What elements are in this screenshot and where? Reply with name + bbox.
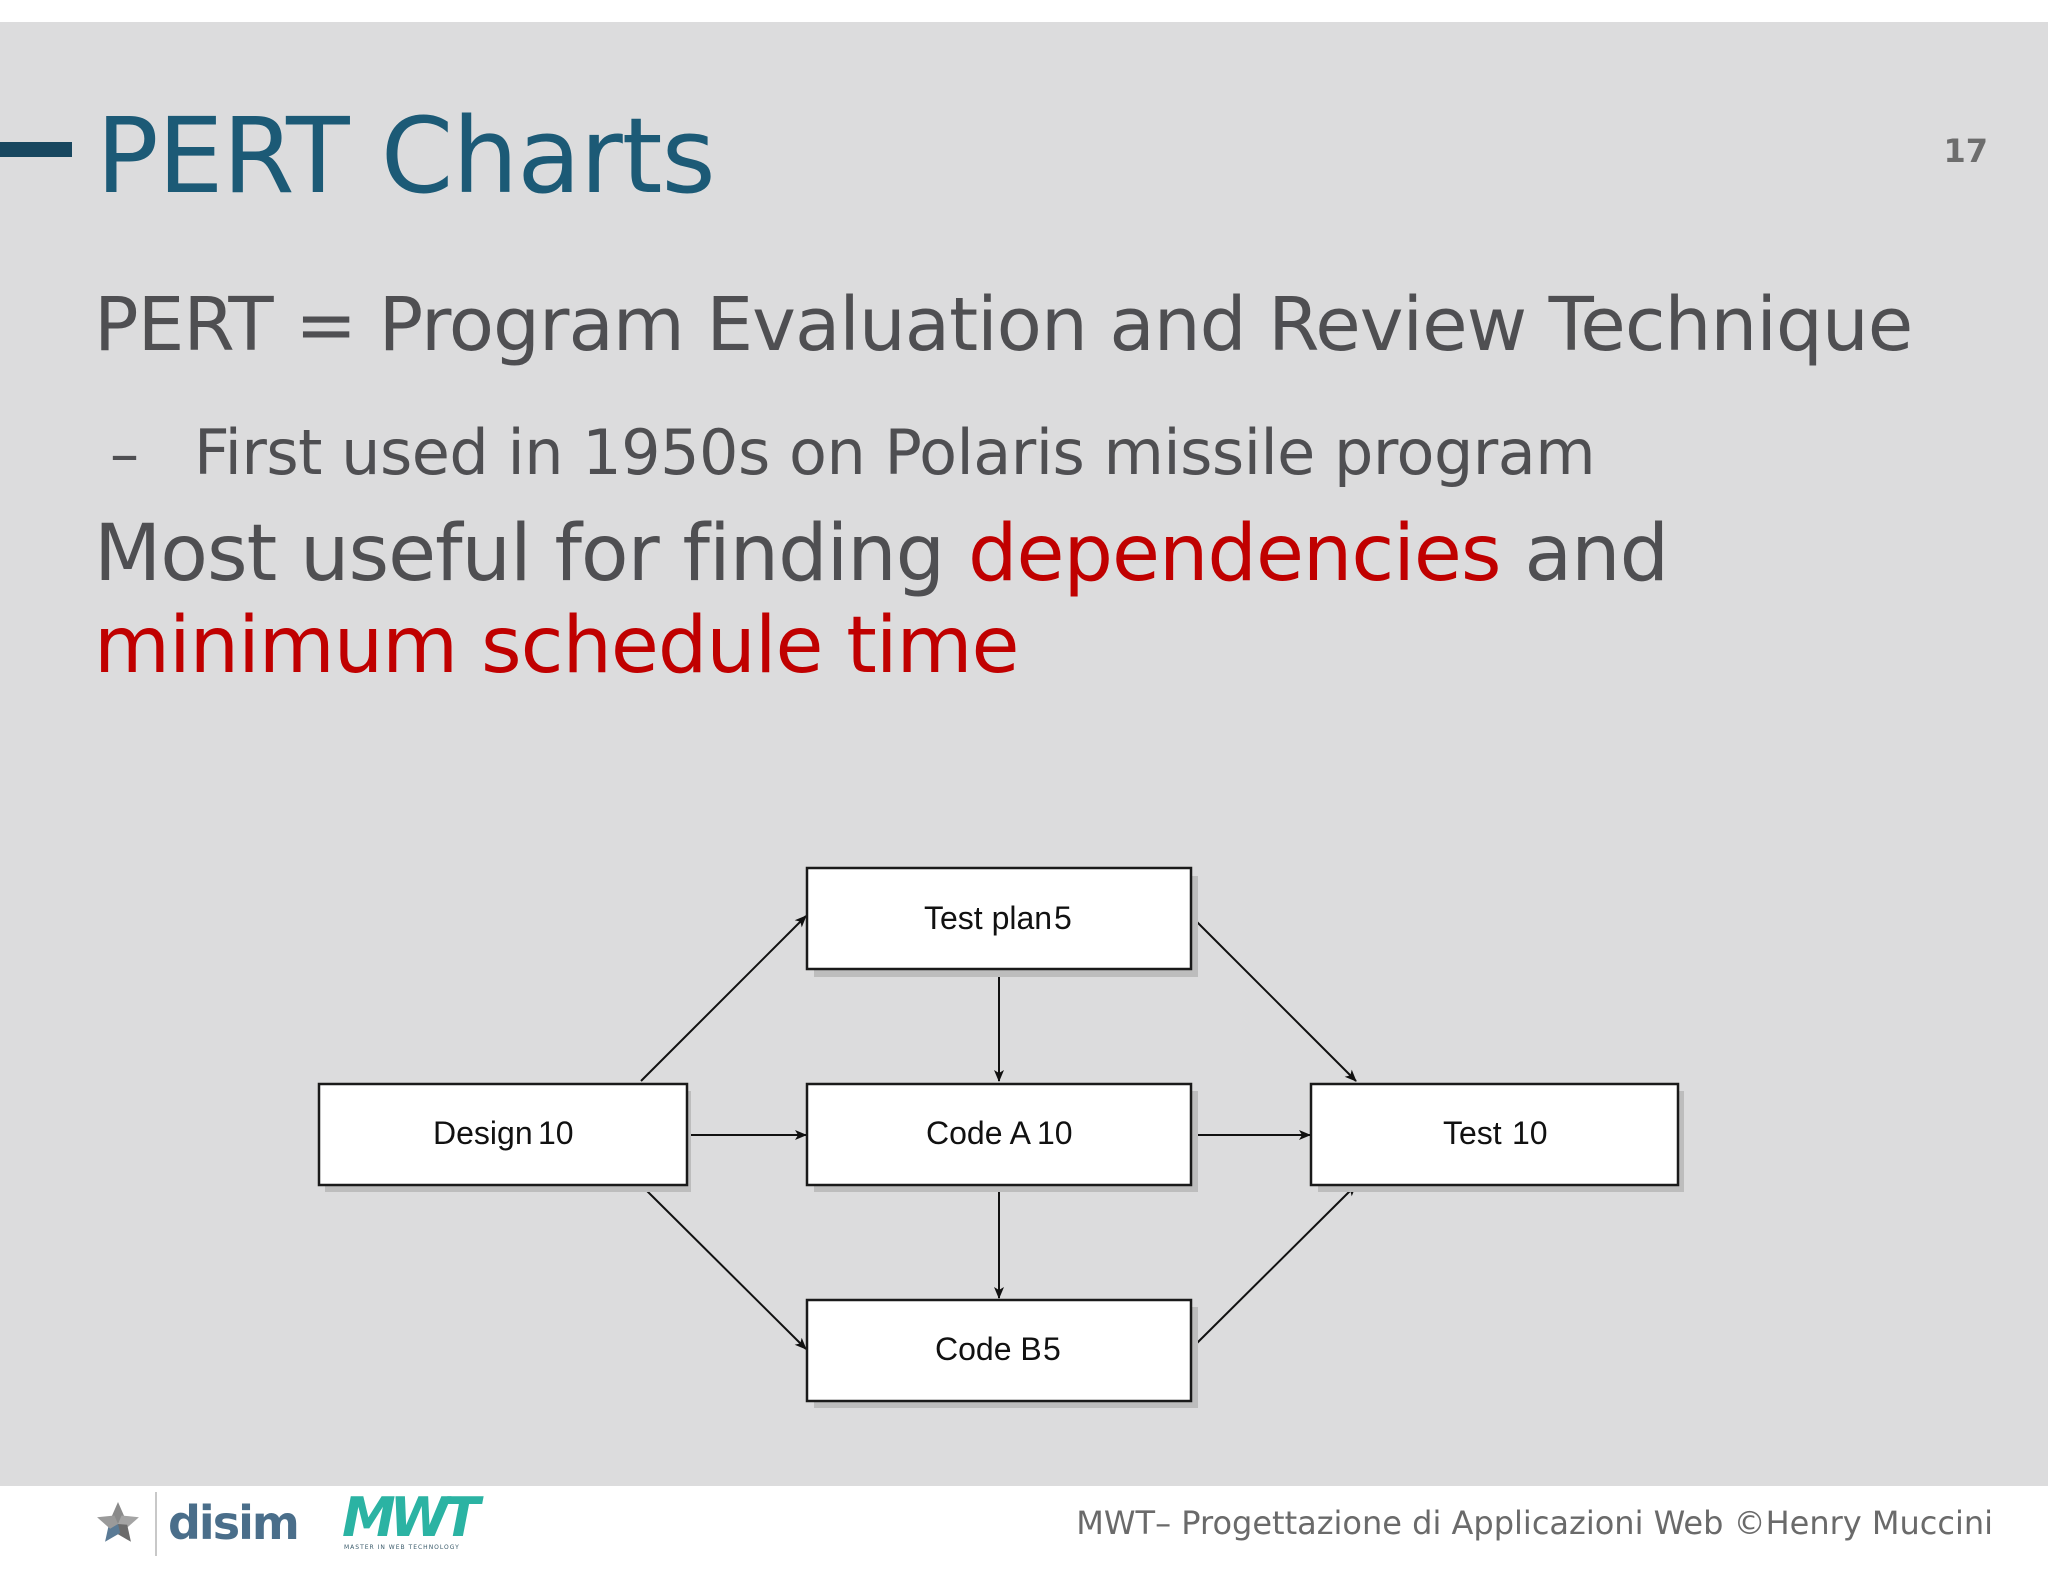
- usefulness-text: Most useful for finding dependencies and…: [94, 508, 1994, 692]
- node-test: Test 10: [1309, 1082, 1684, 1192]
- mwt-logo-subtitle: MASTER IN WEB TECHNOLOGY: [344, 1544, 460, 1551]
- pert-diagram: Test plan 5 Design 10 Code A 10 Test 10 …: [317, 866, 1684, 1408]
- edge-design-codeb: [640, 1184, 807, 1350]
- node-code-a: Code A 10: [805, 1082, 1198, 1192]
- slide: [0, 22, 2048, 1486]
- footer-credit: MWT– Progettazione di Applicazioni Web ©…: [1076, 1504, 1993, 1542]
- node-design: Design 10: [317, 1082, 691, 1192]
- node-code-b-duration: 5: [1043, 1331, 1061, 1367]
- node-code-b: Code B 5: [805, 1298, 1198, 1408]
- highlight-dependencies: dependencies: [968, 509, 1502, 599]
- node-test-plan-duration: 5: [1054, 900, 1072, 936]
- slide-title: PERT Charts: [96, 95, 716, 217]
- usefulness-text-part1: Most useful for finding: [94, 509, 968, 599]
- edge-design-testplan: [640, 915, 807, 1082]
- node-code-a-name: Code A: [926, 1115, 1032, 1151]
- edge-testplan-test: [1190, 915, 1357, 1082]
- node-test-plan: Test plan 5: [805, 866, 1198, 977]
- slide-number: 17: [1943, 132, 1988, 170]
- sub-bullet-dash: –: [110, 420, 139, 488]
- footer: [0, 1486, 2048, 1582]
- definition-text: PERT = Program Evaluation and Review Tec…: [94, 282, 1913, 368]
- node-code-b-name: Code B: [935, 1331, 1042, 1367]
- highlight-minimum-schedule-time: minimum schedule time: [94, 601, 1020, 691]
- node-test-duration: 10: [1512, 1115, 1548, 1151]
- node-code-a-duration: 10: [1037, 1115, 1073, 1151]
- diagram-edges: [640, 915, 1357, 1350]
- mwt-logo-text: MWT: [342, 1486, 484, 1549]
- mwt-logo-icon: MWT: [342, 1486, 490, 1549]
- node-test-plan-name: Test plan: [924, 900, 1052, 936]
- node-design-duration: 10: [538, 1115, 574, 1151]
- node-test-name: Test: [1443, 1115, 1502, 1151]
- edge-codeb-test: [1190, 1184, 1357, 1350]
- disim-logo-icon: [97, 1492, 157, 1556]
- sub-bullet-text: First used in 1950s on Polaris missile p…: [194, 416, 1596, 489]
- disim-logo-text: disim: [168, 1496, 300, 1550]
- node-design-name: Design: [433, 1115, 533, 1151]
- usefulness-text-part2: and: [1500, 509, 1669, 599]
- title-accent-bar: [0, 142, 72, 157]
